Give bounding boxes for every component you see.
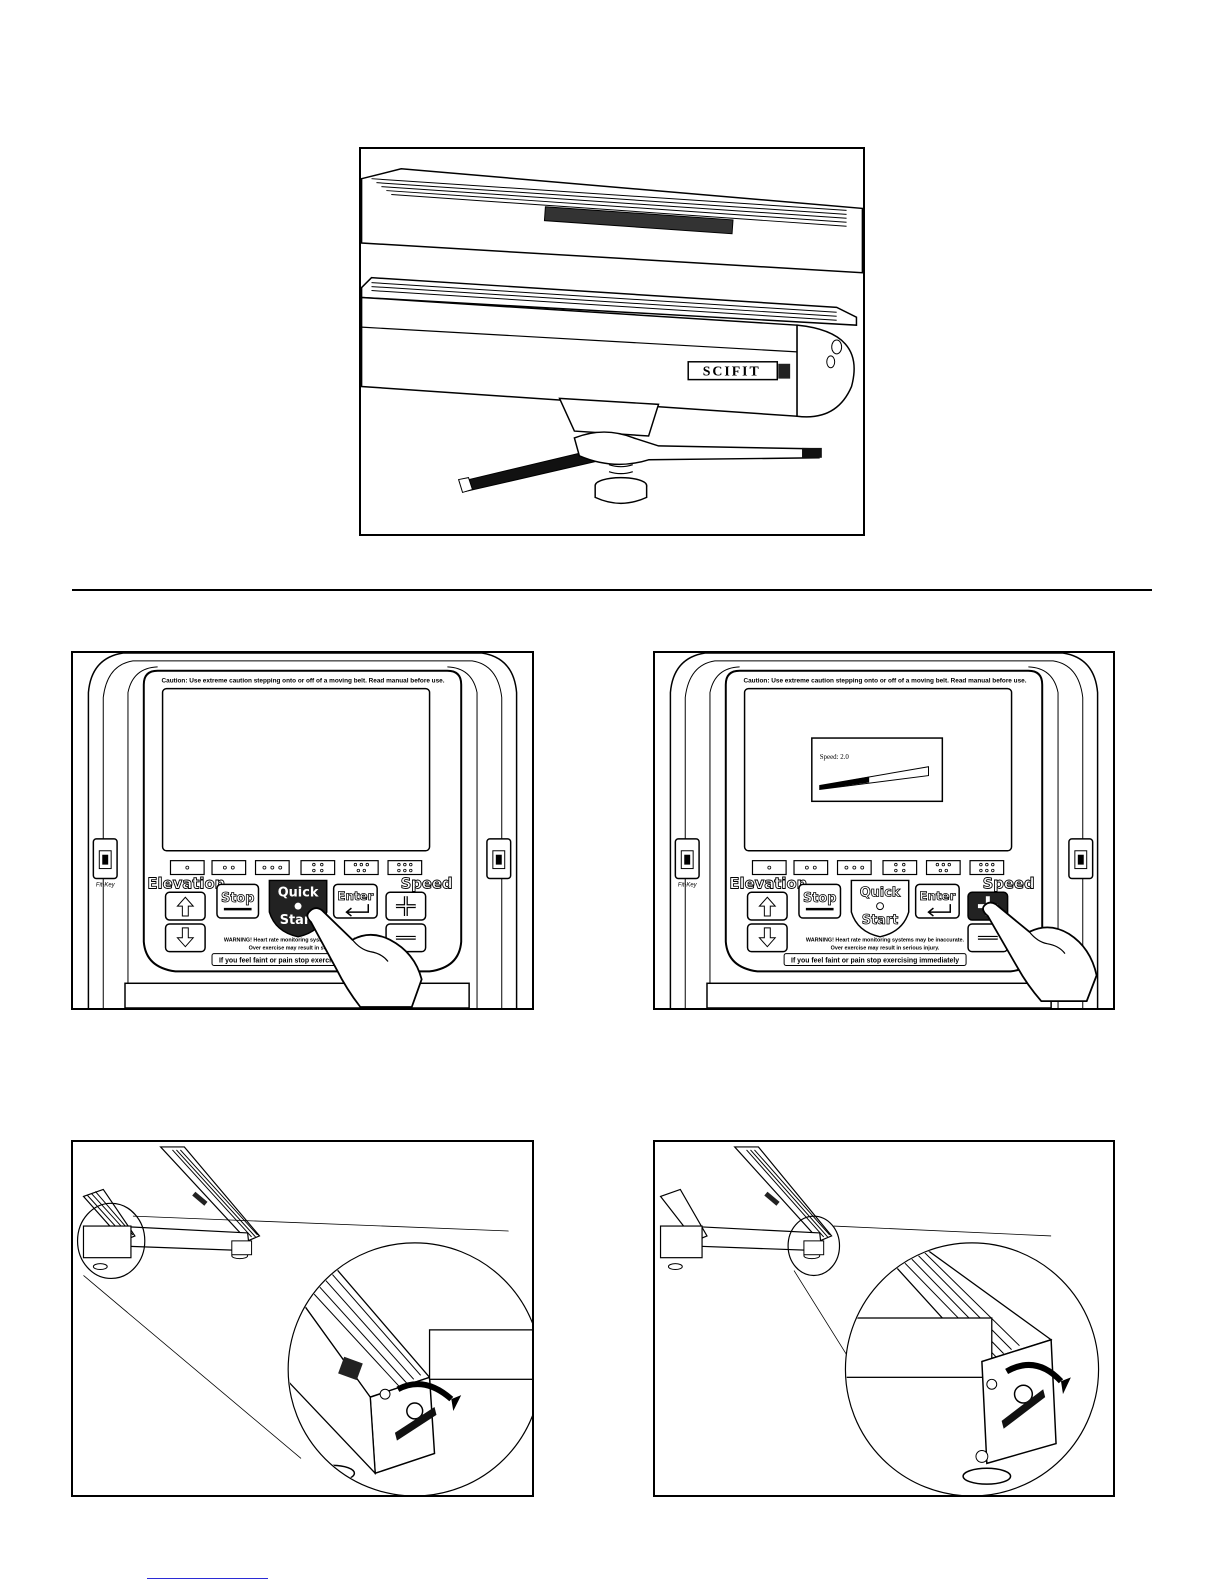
elevation-label: Elevation [147,875,225,892]
speed-readout-text: Speed: 2.0 [820,754,850,761]
figure-leveler-right [653,1140,1115,1497]
stop-button[interactable]: Stop [216,883,260,919]
figure-deck-wrench: SCIFIT [359,147,865,536]
leveler-illustration-right [659,1146,1100,1495]
enter-label: Enter [919,889,955,903]
console-illustration-left: Caution: Use extreme caution stepping on… [87,653,518,1008]
caution-text: Caution: Use extreme caution stepping on… [162,678,445,685]
program-button-2[interactable] [793,860,829,876]
elevation-label: Elevation [729,875,807,892]
program-button-3[interactable] [254,860,290,876]
speed-label: Speed [401,875,453,892]
stop-label: Stop [803,891,836,906]
elevation-up-button[interactable] [164,891,206,921]
quick-label: Quick [860,885,901,900]
fit-key-port[interactable] [92,838,118,880]
program-button-6[interactable] [969,860,1005,876]
stop-label: Stop [221,891,254,906]
enter-button[interactable]: Enter [332,883,378,919]
program-button-6[interactable] [387,860,423,876]
quick-label: Quick [278,885,319,900]
fit-key-port[interactable] [674,838,700,880]
speed-label: Speed [983,875,1035,892]
enter-label: Enter [337,889,373,903]
wrench-icon [457,431,822,494]
fit-key-port-right[interactable] [486,838,512,880]
leveler-illustration-left [76,1146,532,1495]
warning-line-1: WARNING! Heart rate monitoring systems m… [806,938,965,944]
start-label: Start [862,913,899,928]
fit-key-label: Fit-Key [96,882,116,888]
section-divider [72,589,1152,591]
fit-key-port-right[interactable] [1068,838,1094,880]
footer-link-underline[interactable] [147,1578,268,1579]
console-illustration-right: Caution: Use extreme caution stepping on… [669,653,1099,1008]
warning-line-2: Over exercise may result in serious inju… [249,946,358,952]
figure-console-speed-up: Caution: Use extreme caution stepping on… [653,651,1115,1010]
program-button-1[interactable] [169,860,205,876]
elevation-down-button[interactable] [164,923,206,953]
program-button-1[interactable] [751,860,787,876]
figure-console-quick-start: Caution: Use extreme caution stepping on… [71,651,534,1010]
finger-icon [306,907,423,1008]
program-button-3[interactable] [836,860,872,876]
figure-leveler-left [71,1140,534,1497]
elevation-up-button[interactable] [746,891,788,921]
program-button-5[interactable] [343,860,379,876]
program-button-4[interactable] [882,860,918,876]
program-button-2[interactable] [211,860,247,876]
warning-line-1: WARNING! Heart rate monitoring systems m… [224,938,383,944]
speed-up-button[interactable] [385,891,427,921]
lcd-screen [161,687,431,852]
caution-text: Caution: Use extreme caution stepping on… [743,678,1026,685]
deck-wrench-illustration: SCIFIT [361,168,863,505]
footer-warning: If you feel faint or pain stop exercisin… [791,958,959,965]
program-button-5[interactable] [925,860,961,876]
speed-readout: Speed: 2.0 [811,737,944,803]
scifit-badge-text: SCIFIT [703,364,761,379]
warning-line-2: Over exercise may result in serious inju… [831,946,940,952]
elevation-down-button[interactable] [746,923,788,953]
enter-button[interactable]: Enter [914,883,960,919]
fit-key-label: Fit-Key [678,882,698,888]
footer-warning: If you feel faint or pain stop exercisin… [219,958,387,965]
program-button-4[interactable] [300,860,336,876]
finger-icon [982,901,1098,1002]
quick-start-button[interactable]: Quick Start [850,879,910,938]
stop-button[interactable]: Stop [798,883,842,919]
